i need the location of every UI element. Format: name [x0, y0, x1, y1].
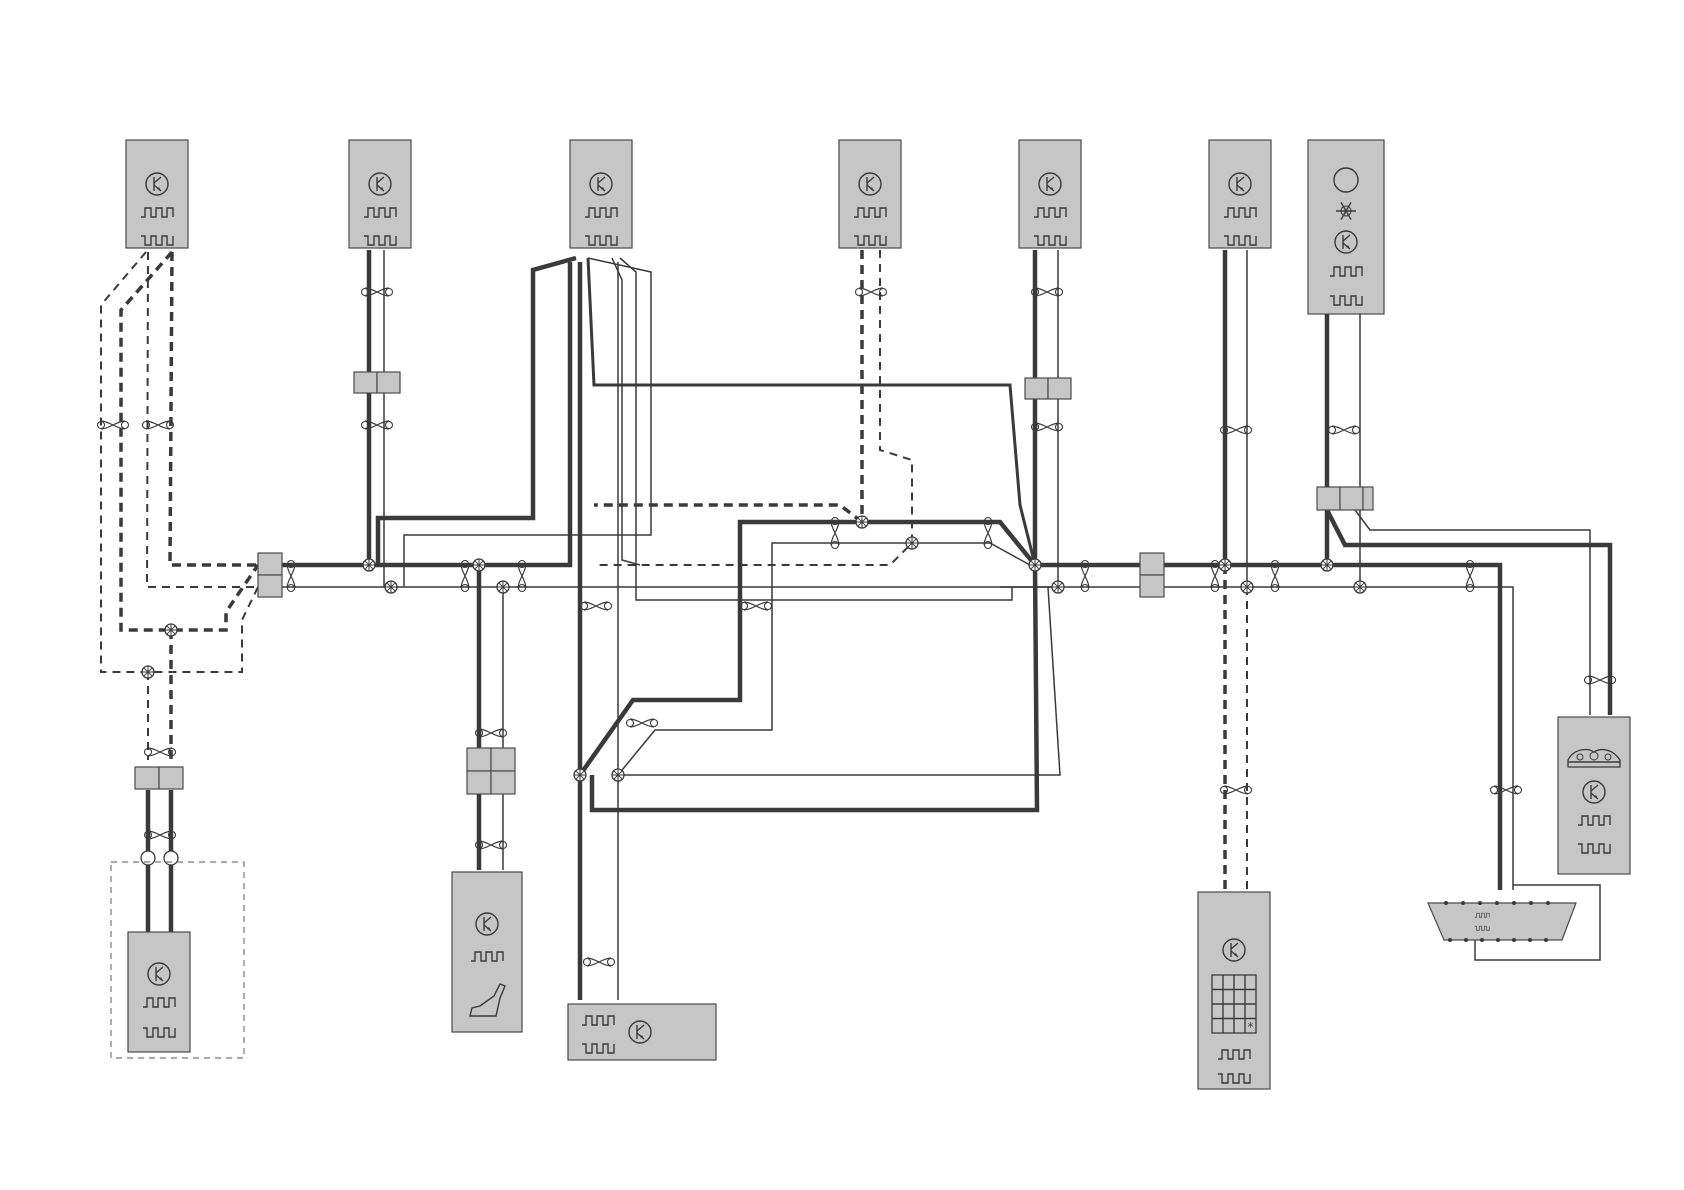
inline-connector — [1340, 487, 1363, 510]
inline-connector — [1363, 487, 1373, 510]
twisted-pair-icon — [1491, 786, 1522, 794]
right-bus-high — [1030, 565, 1500, 890]
inline-connector — [354, 372, 377, 393]
inline-connector — [258, 553, 282, 575]
inline-connector — [491, 748, 515, 771]
inline-connector — [1317, 487, 1340, 510]
mesh-loop-c — [592, 565, 1037, 810]
keypad-module[interactable]: * — [1198, 892, 1270, 1089]
module-3-wire-d — [588, 258, 1035, 565]
twisted-pair-icon — [362, 421, 393, 429]
inline-connector — [467, 748, 491, 771]
connectors — [135, 372, 1373, 865]
splice-node — [1052, 581, 1064, 593]
splice-node — [1219, 559, 1231, 571]
module-3[interactable] — [570, 140, 632, 248]
splice-node — [574, 769, 586, 781]
inline-connector — [258, 575, 282, 597]
optional-pin — [141, 851, 155, 865]
module-2[interactable] — [349, 140, 411, 248]
inline-connector — [491, 771, 515, 794]
twisted-pair-icon — [584, 958, 615, 966]
bottom-module[interactable] — [568, 1004, 716, 1060]
inline-connector — [1048, 378, 1071, 399]
climate-to-dash-a — [1327, 510, 1610, 715]
splice-node — [363, 559, 375, 571]
splice-node — [1321, 559, 1333, 571]
splice-node — [385, 581, 397, 593]
module-1-dash-d — [147, 252, 258, 587]
optional-module[interactable] — [128, 932, 190, 1052]
twisted-pair-icon — [1329, 426, 1360, 434]
inline-connector — [467, 771, 491, 794]
module-4[interactable] — [839, 140, 901, 248]
splice-node — [497, 581, 509, 593]
module-3-wire-loop2 — [404, 258, 651, 587]
module-4-dash-c — [594, 505, 862, 522]
splice-node — [142, 666, 154, 678]
keypad-symbol: * — [1248, 1020, 1254, 1034]
inline-connector — [1025, 378, 1048, 399]
twisted-pair-icon — [741, 602, 772, 610]
module-3-wire-c — [620, 258, 1012, 600]
module-6[interactable] — [1209, 140, 1271, 248]
splice-node — [612, 769, 624, 781]
climate-module[interactable] — [1308, 140, 1384, 314]
mesh-loop-d — [618, 587, 1060, 775]
twisted-pair-icon — [856, 288, 887, 296]
wires — [101, 250, 1610, 1000]
splice-node — [906, 537, 918, 549]
splice-node — [165, 624, 177, 636]
inline-connector — [1140, 575, 1164, 597]
optional-pin — [164, 851, 178, 865]
dashboard-module[interactable] — [1558, 717, 1630, 874]
diagnostic-connector[interactable] — [1428, 901, 1576, 942]
twisted-pair-icon — [581, 602, 612, 610]
twisted-pair-icon — [627, 719, 658, 727]
twisted-pair-icon — [362, 288, 393, 296]
climate-to-dash-b — [1355, 510, 1590, 715]
splice-node — [1029, 559, 1041, 571]
module-3-wire-loop — [378, 258, 576, 565]
module-1[interactable] — [126, 140, 188, 248]
inline-connector — [377, 372, 400, 393]
inline-connector — [159, 767, 183, 789]
inline-connector — [1140, 553, 1164, 575]
inline-connector — [135, 767, 159, 789]
module-1-dash-c — [170, 252, 258, 565]
splice-node — [473, 559, 485, 571]
splice-node — [1354, 581, 1366, 593]
module-1-dash-a — [121, 252, 258, 630]
mesh-loop-b — [618, 543, 1030, 775]
twisted-pair-icon — [98, 421, 129, 429]
splice-node — [1241, 581, 1253, 593]
seat-module[interactable] — [452, 872, 522, 1032]
splice-node — [856, 516, 868, 528]
splices — [142, 516, 1366, 781]
module-5[interactable] — [1019, 140, 1081, 248]
right-bus-low — [1060, 587, 1513, 890]
twist-marks — [98, 288, 1616, 966]
module-1-dash-b — [101, 252, 258, 672]
